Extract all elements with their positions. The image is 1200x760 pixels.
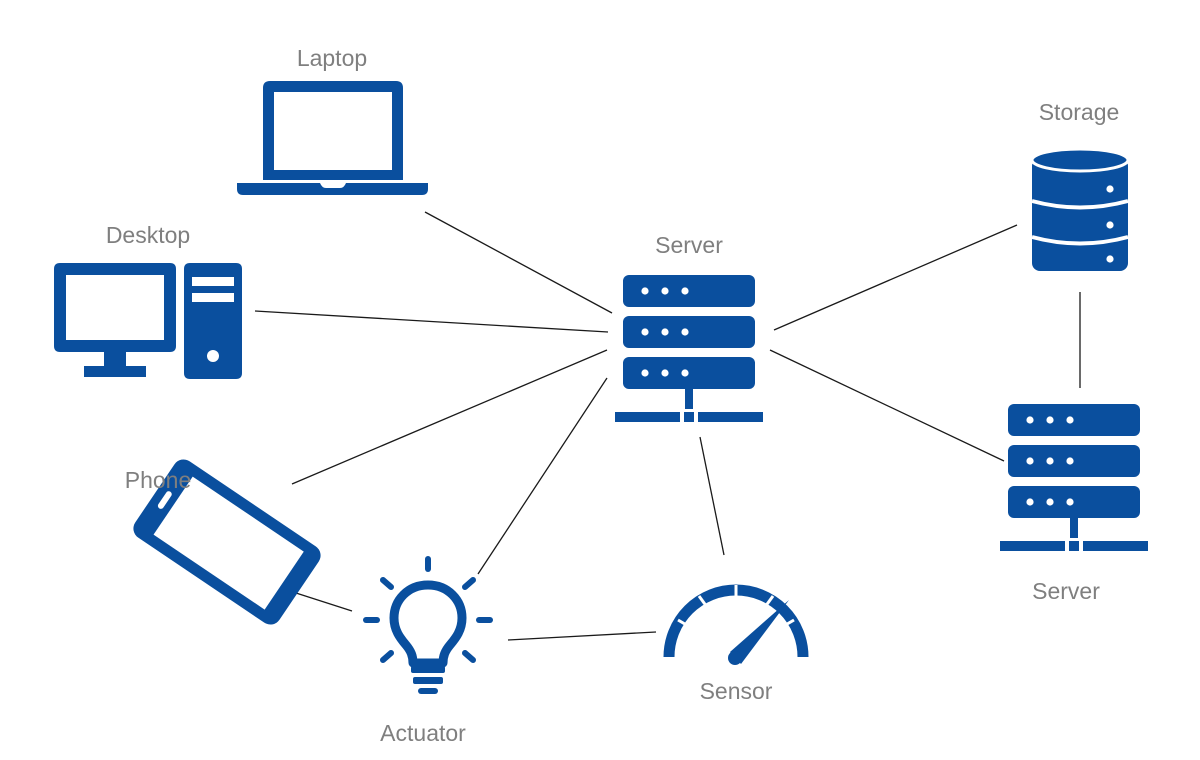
server-rack-icon <box>615 275 763 422</box>
link-actuator-server <box>477 377 608 575</box>
smartphone-icon <box>133 459 321 625</box>
label-actuator: Actuator <box>380 720 466 746</box>
node-sensor: Sensor <box>663 584 809 704</box>
node-server-main: Server <box>615 232 763 422</box>
node-actuator: Actuator <box>363 556 493 746</box>
node-server-secondary: Server <box>1000 404 1148 604</box>
node-phone: Phone <box>125 459 321 625</box>
laptop-icon <box>237 81 428 195</box>
link-desktop-server <box>254 310 609 333</box>
link-sensor-server <box>699 436 725 556</box>
link-actuator-sensor <box>507 631 657 641</box>
label-server-main: Server <box>655 232 723 258</box>
connections <box>254 211 1081 641</box>
database-icon <box>1030 147 1130 271</box>
link-phone-server <box>291 349 608 485</box>
node-storage: Storage <box>1030 99 1130 271</box>
lightbulb-icon <box>363 556 493 694</box>
node-desktop: Desktop <box>54 222 242 379</box>
label-desktop: Desktop <box>106 222 190 248</box>
label-server-secondary: Server <box>1032 578 1100 604</box>
label-sensor: Sensor <box>700 678 773 704</box>
link-server2-server <box>769 349 1005 462</box>
link-laptop-server <box>424 211 613 314</box>
server-rack-icon <box>1000 404 1148 551</box>
link-storage-server <box>773 224 1018 331</box>
desktop-computer-icon <box>54 263 242 379</box>
label-laptop: Laptop <box>297 45 367 71</box>
node-laptop: Laptop <box>237 45 428 195</box>
label-phone: Phone <box>125 467 192 493</box>
label-storage: Storage <box>1039 99 1120 125</box>
gauge-icon <box>663 584 809 665</box>
